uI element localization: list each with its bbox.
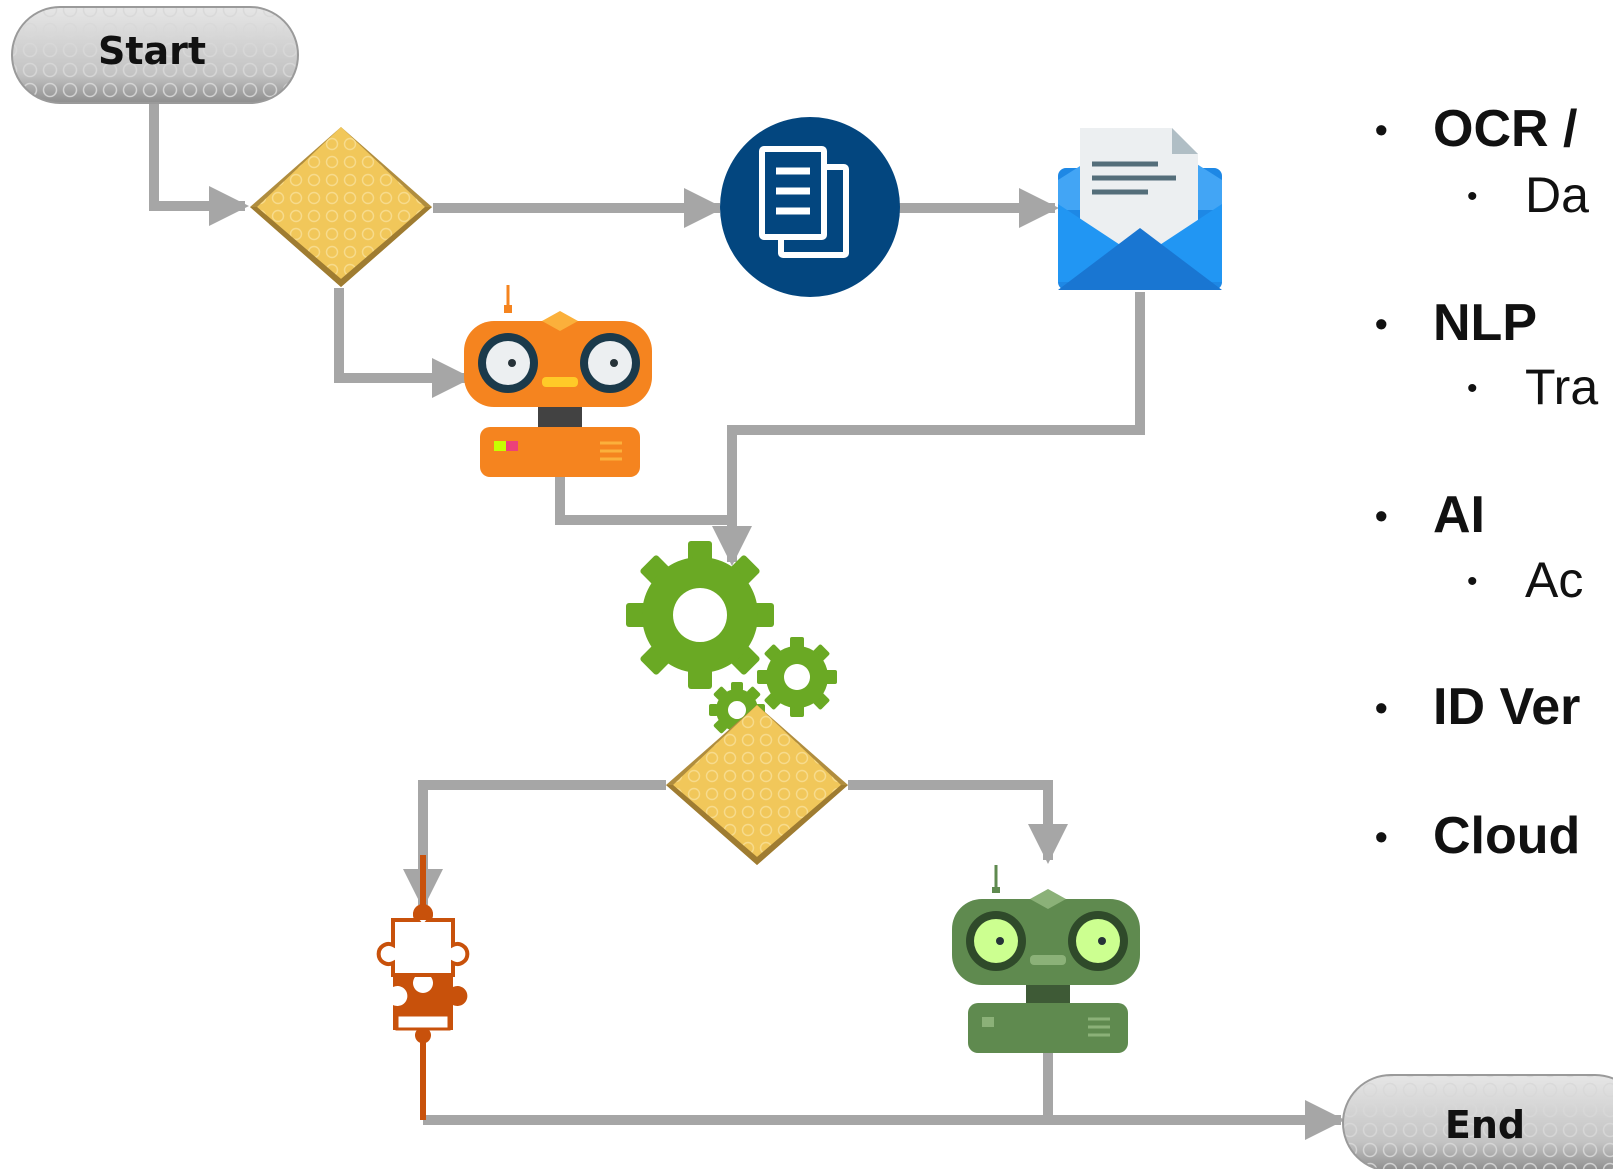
sub-bullet-item: •Tra — [1467, 359, 1599, 415]
bullet-label: NLP — [1433, 294, 1537, 352]
open-envelope-icon — [1058, 128, 1222, 290]
sub-bullet-item: •Da — [1467, 167, 1589, 223]
puzzle-pieces-icon — [376, 855, 470, 1120]
connector-decision-to-robot — [334, 288, 472, 398]
sub-bullet-label: Ac — [1525, 552, 1584, 608]
green-robot-icon — [952, 865, 1140, 1053]
bullet-label: OCR / — [1433, 100, 1578, 158]
connector-email-to-gears — [712, 292, 1145, 566]
bullet-item: •Cloud — [1375, 807, 1581, 865]
sub-bullet-label: Tra — [1525, 359, 1599, 415]
decision-diamond-icon — [250, 127, 432, 287]
connector-decision2-to-greenrobot — [848, 780, 1068, 864]
connector-robot-to-gears — [555, 470, 732, 525]
end-terminator-icon: End — [1342, 1074, 1613, 1169]
connector-start-to-decision — [149, 102, 249, 226]
gears-icon — [626, 541, 837, 738]
start-label: Start — [98, 29, 206, 73]
bullet-label: Cloud — [1433, 807, 1581, 865]
bullet-item: •ID Ver — [1375, 678, 1581, 736]
sub-bullet-item: •Ac — [1467, 552, 1584, 608]
bullet-list: •OCR / •Da •NLP •Tra •AI •Ac •ID Ver •Cl… — [1375, 95, 1613, 895]
bullet-item: •AI — [1375, 486, 1485, 544]
decision-diamond-icon — [666, 705, 848, 865]
sub-bullet-label: Da — [1525, 167, 1589, 223]
bullet-item: •OCR / — [1375, 100, 1578, 158]
start-terminator-icon: Start — [11, 6, 299, 104]
bullet-label: AI — [1433, 486, 1485, 544]
connectors — [149, 102, 1345, 1140]
bullet-label: ID Ver — [1433, 678, 1581, 736]
document-copy-icon — [720, 117, 900, 297]
end-label: End — [1445, 1103, 1525, 1147]
connector-decision2-to-puzzle — [403, 780, 666, 909]
orange-robot-icon — [464, 285, 652, 477]
bullet-item: •NLP — [1375, 294, 1537, 352]
